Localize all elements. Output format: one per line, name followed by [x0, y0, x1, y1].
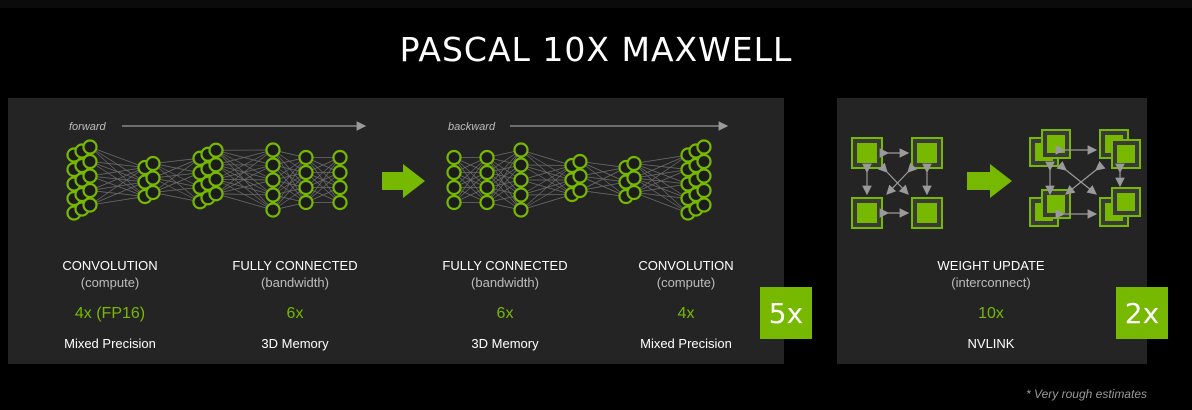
neuron-node [265, 187, 281, 203]
gpu-chip-icon [851, 137, 883, 169]
gpu-chip-icon [1041, 189, 1071, 219]
gpu-chip-icon [1111, 139, 1141, 169]
neuron-node [145, 155, 161, 172]
column-fully-connected-forward: FULLY CONNECTED (bandwidth) 6x 3D Memory [220, 258, 370, 351]
neuron-node [332, 194, 348, 211]
column-convolution-forward: CONVOLUTION (compute) 4x (FP16) Mixed Pr… [35, 258, 185, 351]
neuron-node [82, 168, 98, 184]
speedup-badge-2x: 2x [1116, 287, 1168, 339]
neuron-node [696, 153, 712, 170]
column-heading: CONVOLUTION [62, 258, 158, 273]
backward-label: backward [448, 121, 496, 133]
neuron-node [446, 194, 462, 211]
neuron-node [265, 172, 281, 188]
column-subheading: (bandwidth) [471, 275, 539, 290]
column-speedup: 4x (FP16) [74, 305, 146, 322]
neuron-node [513, 202, 529, 218]
column-description: Mixed Precision [640, 336, 732, 351]
speedup-badge-5x: 5x [760, 287, 812, 339]
neuron-node [332, 179, 348, 196]
gpu-chip-icon [1041, 129, 1071, 159]
neuron-node [208, 142, 224, 158]
neuron-node [513, 157, 529, 173]
column-heading: WEIGHT UPDATE [937, 258, 1045, 273]
neuron-node [446, 149, 462, 166]
neuron-node [479, 179, 495, 196]
column-weight-update: WEIGHT UPDATE (interconnect) 10x NVLINK [916, 258, 1066, 351]
column-heading: FULLY CONNECTED [442, 258, 568, 273]
neuron-node [298, 179, 314, 196]
neuron-node [479, 149, 495, 166]
neuron-node [145, 170, 161, 186]
neuron-node [626, 170, 642, 186]
neuron-node [298, 149, 314, 166]
neural-network-diagrams [66, 139, 712, 221]
column-speedup: 10x [978, 305, 1004, 322]
neuron-node [265, 157, 281, 173]
neuron-node [479, 164, 495, 181]
forward-label: forward [69, 121, 107, 133]
neuron-node [265, 202, 281, 218]
column-convolution-backward: CONVOLUTION (compute) 4x Mixed Precision [611, 258, 761, 351]
neuron-node [298, 194, 314, 211]
neuron-node [82, 139, 98, 155]
neuron-node [479, 194, 495, 211]
neuron-node [82, 197, 98, 213]
column-subheading: (compute) [80, 275, 140, 290]
transition-arrow-icon [967, 164, 1012, 198]
column-description: NVLINK [967, 336, 1015, 351]
neuron-node [208, 171, 224, 187]
neuron-node [446, 179, 462, 196]
neuron-node [696, 182, 712, 199]
slide-title: PASCAL 10X MAXWELL [399, 30, 793, 69]
neuron-node [696, 168, 712, 184]
footnote: * Very rough estimates [1026, 387, 1147, 401]
gpu-chip-icon [851, 197, 883, 229]
top-strip [0, 0, 1192, 8]
gpu-chip-icon [911, 197, 943, 229]
neuron-node [572, 182, 588, 199]
column-fully-connected-backward: FULLY CONNECTED (bandwidth) 6x 3D Memory [430, 258, 580, 351]
neuron-node [298, 164, 314, 181]
neuron-node [265, 142, 281, 158]
gpu-interconnect-diagrams [851, 129, 1141, 229]
gpu-chip-icon [911, 137, 943, 169]
column-description: 3D Memory [261, 336, 329, 351]
neuron-node [513, 187, 529, 203]
column-heading: CONVOLUTION [638, 258, 734, 273]
weight-update-panel [837, 98, 1147, 364]
neuron-node [446, 164, 462, 181]
neuron-node [208, 157, 224, 173]
column-subheading: (interconnect) [951, 275, 1031, 290]
column-description: 3D Memory [471, 336, 539, 351]
gpu-chip-icon [1111, 187, 1141, 217]
column-heading: FULLY CONNECTED [232, 258, 358, 273]
neuron-node [572, 168, 588, 184]
neuron-node [332, 164, 348, 181]
neuron-node [82, 182, 98, 199]
neuron-node [145, 184, 161, 201]
transition-arrow-icon [382, 164, 425, 198]
neuron-node [626, 155, 642, 172]
neuron-node [626, 184, 642, 201]
column-subheading: (compute) [656, 275, 716, 290]
neuron-node [82, 153, 98, 170]
neuron-node [208, 186, 224, 202]
column-description: Mixed Precision [64, 336, 156, 351]
column-subheading: (bandwidth) [261, 275, 329, 290]
neuron-node [332, 149, 348, 166]
neuron-node [696, 197, 712, 213]
column-speedup: 6x [496, 305, 514, 322]
neuron-node [513, 142, 529, 158]
neuron-node [696, 139, 712, 155]
neuron-node [572, 153, 588, 170]
neuron-node [513, 172, 529, 188]
column-speedup: 6x [286, 305, 304, 322]
column-speedup: 4x [677, 305, 695, 322]
training-panel [8, 98, 784, 364]
